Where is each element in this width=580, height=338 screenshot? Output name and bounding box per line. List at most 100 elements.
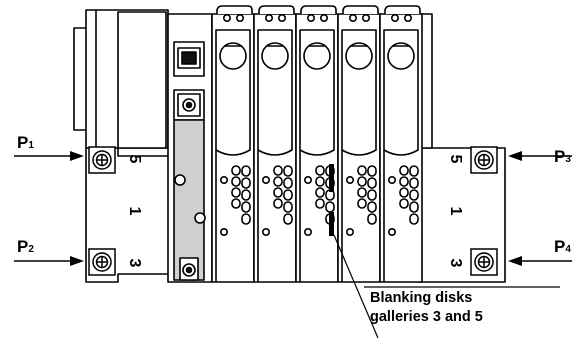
port-number-right-5: 5 xyxy=(447,154,464,164)
port-hole-icon xyxy=(283,165,293,177)
blanking-disks-callout: Blanking disks galleries 3 and 5 xyxy=(370,289,483,327)
port-hole-icon xyxy=(273,165,283,176)
screw-top-right-icon xyxy=(470,146,498,174)
port-hole-icon xyxy=(367,189,377,201)
arrow-p4 xyxy=(508,256,572,266)
port-hole-icon xyxy=(357,176,367,187)
port-hole-icon xyxy=(315,165,325,176)
port-hole-icon xyxy=(241,165,251,177)
inlet-label-p3: P3 xyxy=(554,147,571,167)
port-hole-icon xyxy=(399,187,409,198)
inlet-label-p3-sub: 3 xyxy=(565,154,571,165)
port-hole-icon xyxy=(303,176,312,185)
left-end-block xyxy=(73,9,169,149)
port-hole-icon xyxy=(303,228,312,237)
manual-override-icon xyxy=(345,42,373,70)
manual-override-icon xyxy=(219,42,247,70)
port-hole-icon xyxy=(409,201,419,213)
valve-slice-4 xyxy=(337,5,381,283)
port-number-left-1: 1 xyxy=(126,206,143,216)
arrow-p1 xyxy=(14,151,84,161)
port-hole-icon xyxy=(283,213,293,225)
port-hole-icon xyxy=(357,198,367,209)
callout-line-2: galleries 3 and 5 xyxy=(370,309,483,325)
port-hole-icon xyxy=(367,213,377,225)
port-hole-icon xyxy=(409,177,419,189)
inlet-label-p1: P1 xyxy=(17,133,34,153)
port-hole-icon xyxy=(387,228,396,237)
valve-top xyxy=(300,5,337,14)
led-icon xyxy=(223,14,232,23)
port-number-left-5: 5 xyxy=(126,154,143,164)
port-hole-icon xyxy=(283,177,293,189)
valve-slice-2 xyxy=(253,5,297,283)
inlet-label-p4-main: P xyxy=(554,237,566,256)
port-hole-icon xyxy=(315,176,325,187)
led-icon xyxy=(390,14,399,23)
port-hole-icon xyxy=(387,176,396,185)
port-hole-icon xyxy=(399,165,409,176)
led-icon xyxy=(319,14,328,23)
port-number-right-3: 3 xyxy=(447,258,464,268)
manual-override-icon xyxy=(261,42,289,70)
port-hole-icon xyxy=(273,198,283,209)
port-hole-icon xyxy=(273,187,283,198)
screw-top-left-icon xyxy=(88,146,116,174)
port-hole-icon xyxy=(241,189,251,201)
led-icon xyxy=(361,14,370,23)
port-hole-icon xyxy=(261,176,270,185)
led-icon xyxy=(277,14,286,23)
callout-leader xyxy=(333,234,560,338)
port-hole-icon xyxy=(315,187,325,198)
manual-override-icon xyxy=(387,42,415,70)
inlet-label-p2: P2 xyxy=(17,237,34,257)
port-hole-icon xyxy=(273,176,283,187)
led-icon xyxy=(236,14,245,23)
port-hole-icon xyxy=(283,189,293,201)
inlet-label-p4: P4 xyxy=(554,237,571,257)
port-number-right-1: 1 xyxy=(447,206,464,216)
callout-line-1: Blanking disks xyxy=(370,290,473,306)
port-hole-icon xyxy=(399,176,409,187)
port-hole-icon xyxy=(231,176,241,187)
inlet-label-p4-sub: 4 xyxy=(565,244,571,255)
port-hole-icon xyxy=(241,213,251,225)
port-hole-icon xyxy=(357,187,367,198)
arrow-p2 xyxy=(14,256,84,266)
valve-slice-5 xyxy=(379,5,423,283)
led-icon xyxy=(306,14,315,23)
inlet-label-p2-main: P xyxy=(17,237,29,256)
port-hole-icon xyxy=(409,165,419,177)
valve-top xyxy=(258,5,295,14)
port-hole-icon xyxy=(315,198,325,209)
port-hole-icon xyxy=(231,165,241,176)
screw-bottom-left-icon xyxy=(88,248,116,276)
port-hole-icon xyxy=(220,176,229,185)
port-number-left-3: 3 xyxy=(126,258,143,268)
inlet-label-p1-main: P xyxy=(17,133,29,152)
valve-slice-3 xyxy=(295,5,339,283)
screw-bottom-right-icon xyxy=(470,248,498,276)
port-hole-icon xyxy=(409,213,419,225)
port-hole-icon xyxy=(325,201,335,213)
port-hole-icon xyxy=(283,201,293,213)
inlet-label-p3-main: P xyxy=(554,147,566,166)
arrow-p3 xyxy=(508,151,572,161)
inlet-label-p2-sub: 2 xyxy=(28,244,34,255)
electrical-interface-module xyxy=(167,13,213,283)
valve-top xyxy=(216,5,253,14)
port-hole-icon xyxy=(367,177,377,189)
port-hole-icon xyxy=(345,228,354,237)
blanking-disk-gallery-3 xyxy=(329,212,334,236)
valve-top xyxy=(342,5,379,14)
port-hole-icon xyxy=(231,198,241,209)
valve-top xyxy=(384,5,421,14)
port-hole-icon xyxy=(220,228,229,237)
port-hole-icon xyxy=(231,187,241,198)
port-hole-icon xyxy=(345,176,354,185)
port-hole-icon xyxy=(241,201,251,213)
port-hole-icon xyxy=(409,189,419,201)
led-icon xyxy=(348,14,357,23)
port-hole-icon xyxy=(399,198,409,209)
